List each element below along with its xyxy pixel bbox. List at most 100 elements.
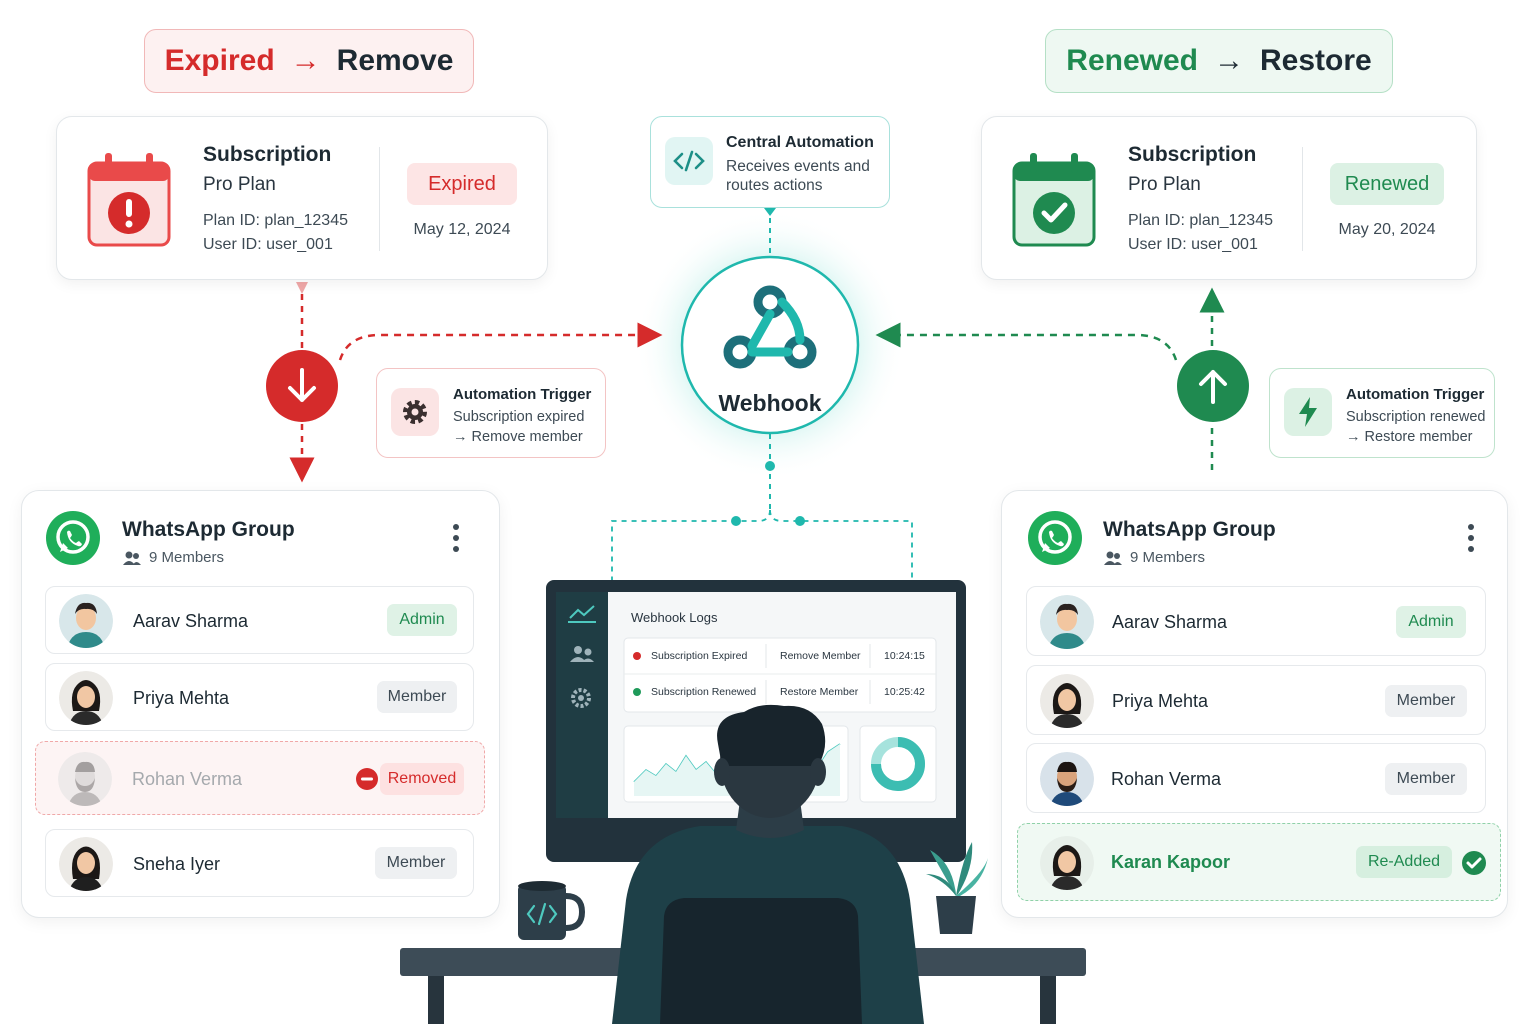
- gear-icon: [391, 388, 439, 436]
- members-icon: [123, 551, 141, 565]
- central-title: Central Automation: [726, 134, 874, 151]
- role-tag: Member: [377, 681, 457, 713]
- members-count: 9 Members: [149, 549, 225, 566]
- webhook-icon: [723, 285, 817, 369]
- more-options-icon[interactable]: [1466, 523, 1476, 553]
- header-right-word1: Renewed: [1066, 44, 1198, 77]
- subscription-plan: Pro Plan: [203, 174, 276, 195]
- role-tag: Admin: [387, 604, 457, 636]
- whatsapp-group-card-left: WhatsApp Group 9 Members Aarav Sharma Ad…: [21, 490, 500, 918]
- status-badge-expired: Expired: [407, 163, 517, 205]
- avatar: [59, 594, 113, 648]
- more-options-icon[interactable]: [451, 523, 461, 553]
- calendar-check-icon: [1012, 153, 1096, 247]
- code-icon: [526, 902, 558, 926]
- members-icon: [1104, 551, 1122, 565]
- user-id: User ID: user_001: [203, 236, 333, 253]
- users-icon: [570, 646, 594, 662]
- member-name: Aarav Sharma: [1112, 612, 1228, 632]
- plan-id: Plan ID: plan_12345: [203, 212, 348, 229]
- member-name: Rohan Verma: [1111, 769, 1222, 789]
- list-item[interactable]: Rohan Verma Member: [1026, 743, 1486, 813]
- list-item-readded[interactable]: Karan Kapoor Re-Added: [1017, 823, 1501, 901]
- trigger-title: Automation Trigger: [1346, 386, 1485, 403]
- trigger-line2: → Restore member: [1346, 429, 1473, 445]
- header-right-word2: Restore: [1260, 44, 1372, 77]
- automation-trigger-renewed: Automation Trigger Subscription renewed …: [1269, 368, 1495, 458]
- list-item[interactable]: Priya Mehta Member: [45, 663, 474, 731]
- code-icon: [665, 137, 713, 185]
- automation-trigger-expired: Automation Trigger Subscription expired …: [376, 368, 606, 458]
- trigger-line1: Subscription expired: [453, 409, 585, 425]
- list-item[interactable]: Aarav Sharma Admin: [45, 586, 474, 654]
- subscription-plan: Pro Plan: [1128, 174, 1201, 195]
- subscription-date: May 12, 2024: [413, 221, 511, 238]
- log-event: Subscription Expired: [651, 650, 748, 662]
- subscription-title: Subscription: [1128, 143, 1257, 166]
- role-tag: Admin: [1396, 606, 1466, 638]
- person: [612, 704, 924, 1024]
- log-time: 10:24:15: [884, 650, 925, 662]
- trigger-line2: → Remove member: [453, 429, 583, 445]
- webhook-logs-title: Webhook Logs: [631, 610, 718, 625]
- member-name: Karan Kapoor: [1111, 852, 1231, 872]
- webhook-node: [680, 255, 860, 435]
- list-item-removed[interactable]: Rohan Verma Removed: [35, 741, 485, 815]
- member-name: Sneha Iyer: [133, 854, 221, 874]
- remove-icon: [356, 768, 378, 790]
- header-left-word2: Remove: [336, 44, 454, 77]
- role-tag: Member: [375, 847, 457, 879]
- avatar: [59, 671, 113, 725]
- check-circle-icon: [1462, 851, 1486, 875]
- log-time: 10:25:42: [884, 686, 925, 698]
- role-tag: Member: [1385, 685, 1467, 717]
- central-line1: Receives events and: [726, 158, 870, 175]
- group-title: WhatsApp Group: [1103, 518, 1276, 541]
- chart-icon: [569, 605, 595, 619]
- list-item[interactable]: Aarav Sharma Admin: [1026, 586, 1486, 656]
- header-renewed-restore: Renewed → Restore: [1045, 29, 1393, 93]
- status-badge-renewed: Renewed: [1330, 163, 1444, 205]
- user-id: User ID: user_001: [1128, 236, 1258, 253]
- avatar: [58, 752, 112, 806]
- subscription-card-expired: Subscription Pro Plan Plan ID: plan_1234…: [56, 116, 548, 280]
- log-action: Remove Member: [780, 650, 861, 662]
- member-name: Aarav Sharma: [133, 611, 249, 631]
- arrow-right-icon: →: [290, 44, 321, 77]
- list-item[interactable]: Sneha Iyer Member: [45, 829, 474, 897]
- avatar: [1040, 752, 1094, 806]
- subscription-title: Subscription: [203, 143, 332, 166]
- central-automation-card: Central Automation Receives events and r…: [650, 116, 890, 208]
- role-tag: Member: [1385, 763, 1467, 795]
- avatar: [1040, 836, 1094, 890]
- settings-icon: [571, 688, 591, 708]
- list-item[interactable]: Priya Mehta Member: [1026, 665, 1486, 735]
- log-event: Subscription Renewed: [651, 686, 757, 698]
- member-name: Priya Mehta: [1112, 691, 1209, 711]
- avatar: [1040, 674, 1094, 728]
- role-tag: Re-Added: [1356, 846, 1452, 878]
- lightning-icon: [1284, 388, 1332, 436]
- whatsapp-icon: [1028, 511, 1082, 565]
- header-expired-remove: Expired → Remove: [144, 29, 474, 93]
- member-name: Priya Mehta: [133, 688, 230, 708]
- plan-id: Plan ID: plan_12345: [1128, 212, 1273, 229]
- trigger-line1: Subscription renewed: [1346, 409, 1486, 425]
- header-left-word1: Expired: [164, 44, 275, 77]
- role-tag: Removed: [380, 763, 464, 795]
- central-line2: routes actions: [726, 177, 823, 194]
- calendar-alert-icon: [87, 153, 171, 247]
- webhook-label: Webhook: [718, 390, 822, 416]
- avatar: [59, 837, 113, 891]
- avatar: [1040, 595, 1094, 649]
- group-title: WhatsApp Group: [122, 518, 295, 541]
- subscription-card-renewed: Subscription Pro Plan Plan ID: plan_1234…: [981, 116, 1477, 280]
- whatsapp-icon: [46, 511, 100, 565]
- whatsapp-group-card-right: WhatsApp Group 9 Members Aarav Sharma Ad…: [1001, 490, 1508, 918]
- members-count: 9 Members: [1130, 549, 1206, 566]
- subscription-date: May 20, 2024: [1338, 221, 1436, 238]
- log-action: Restore Member: [780, 686, 859, 698]
- member-name: Rohan Verma: [132, 769, 243, 789]
